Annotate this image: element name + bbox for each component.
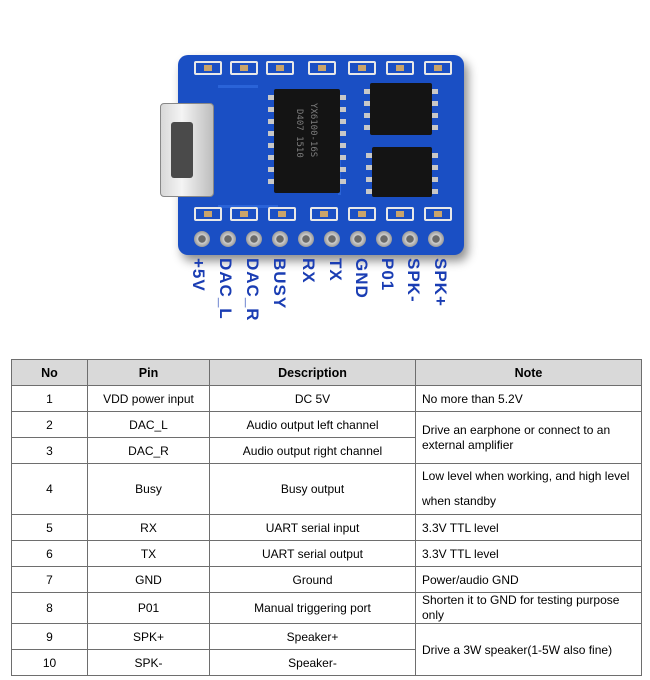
cell-note-merged: Drive an earphone or connect to an exter…: [415, 411, 642, 464]
pin-label: RX: [299, 258, 318, 284]
amplifier-chip-bottom: [372, 147, 432, 197]
pin-hole: [246, 231, 262, 247]
cell-pin: TX: [87, 540, 210, 567]
cell-description: Busy output: [209, 463, 416, 515]
cell-description: DC 5V: [209, 385, 416, 412]
header-pin: Pin: [87, 359, 210, 386]
pin-label: GND: [352, 258, 371, 299]
cell-pin: GND: [87, 566, 210, 593]
table-header-row: No Pin Description Note: [11, 359, 642, 386]
cell-pin: SPK+: [87, 623, 210, 650]
cell-pin: SPK-: [87, 649, 210, 676]
pin-hole: [324, 231, 340, 247]
cell-no: 2: [11, 411, 88, 438]
chip-label: YX6100-16S: [308, 103, 318, 158]
table-row: 4 Busy Busy output Low level when workin…: [11, 463, 642, 515]
pin-hole: [428, 231, 444, 247]
pin-label: SPK+: [431, 258, 450, 307]
pin-hole: [220, 231, 236, 247]
pin-label: DAC_R: [243, 258, 262, 322]
pin-hole: [350, 231, 366, 247]
pin-hole: [376, 231, 392, 247]
pin-spec-table: No Pin Description Note 1 VDD power inpu…: [11, 359, 642, 676]
cell-note: Low level when working, and high level w…: [415, 463, 642, 515]
cell-note: Shorten it to GND for testing purpose on…: [415, 592, 642, 624]
pin-hole: [402, 231, 418, 247]
header-note: Note: [415, 359, 642, 386]
cell-no: 7: [11, 566, 88, 593]
cell-description: Speaker+: [209, 623, 416, 650]
cell-no: 1: [11, 385, 88, 412]
table-row: 5 RX UART serial input 3.3V TTL level: [11, 514, 642, 541]
table-row: 9 SPK+ Speaker+ Drive a 3W speaker(1-5W …: [11, 623, 642, 676]
micro-usb-connector: [160, 103, 214, 197]
pin-label: DAC_L: [216, 258, 235, 320]
cell-description: Speaker-: [209, 649, 416, 676]
cell-pin: DAC_L: [87, 411, 210, 438]
chip-code: D407 1510: [294, 109, 304, 158]
table-row: 7 GND Ground Power/audio GND: [11, 566, 642, 593]
cell-pin: VDD power input: [87, 385, 210, 412]
pin-label: P01: [378, 258, 397, 292]
cell-note-merged: Drive a 3W speaker(1-5W also fine): [415, 623, 642, 676]
cell-no: 10: [11, 649, 88, 676]
pcb-board: YX6100-16S D407 1510: [160, 55, 464, 255]
table-row: 1 VDD power input DC 5V No more than 5.2…: [11, 385, 642, 412]
cell-description: Audio output left channel: [209, 411, 416, 438]
pin-hole: [298, 231, 314, 247]
cell-description: UART serial input: [209, 514, 416, 541]
top-pad-row: [188, 61, 454, 79]
header-description: Description: [209, 359, 416, 386]
pin-label: +5V: [189, 258, 208, 292]
bottom-pad-row: [188, 207, 454, 225]
header-no: No: [11, 359, 88, 386]
cell-note: No more than 5.2V: [415, 385, 642, 412]
table-row: 8 P01 Manual triggering port Shorten it …: [11, 592, 642, 624]
cell-description: Ground: [209, 566, 416, 593]
table-row: 6 TX UART serial output 3.3V TTL level: [11, 540, 642, 567]
cell-pin: Busy: [87, 463, 210, 515]
cell-note: 3.3V TTL level: [415, 514, 642, 541]
pin-label: SPK-: [404, 258, 423, 303]
cell-no: 6: [11, 540, 88, 567]
cell-pin: RX: [87, 514, 210, 541]
cell-pin: DAC_R: [87, 437, 210, 464]
cell-no: 5: [11, 514, 88, 541]
table-row: 3 DAC_R Audio output right channel: [11, 437, 642, 464]
pin-label: TX: [326, 258, 345, 282]
amplifier-chip-top: [370, 83, 432, 135]
cell-description: Manual triggering port: [209, 592, 416, 624]
module-photo: YX6100-16S D407 1510: [160, 55, 464, 322]
pin-hole: [194, 231, 210, 247]
main-decoder-chip: YX6100-16S D407 1510: [274, 89, 340, 193]
cell-note: 3.3V TTL level: [415, 540, 642, 567]
cell-no: 4: [11, 463, 88, 515]
cell-no: 9: [11, 623, 88, 650]
table-row: 2 DAC_L Audio output left channel Drive …: [11, 411, 642, 464]
cell-note: Power/audio GND: [415, 566, 642, 593]
cell-no: 3: [11, 437, 88, 464]
cell-pin: P01: [87, 592, 210, 624]
cell-description: Audio output right channel: [209, 437, 416, 464]
cell-description: UART serial output: [209, 540, 416, 567]
table-row: 10 SPK- Speaker-: [11, 649, 642, 676]
cell-no: 8: [11, 592, 88, 624]
pin-hole: [272, 231, 288, 247]
pin-label: BUSY: [270, 258, 289, 310]
